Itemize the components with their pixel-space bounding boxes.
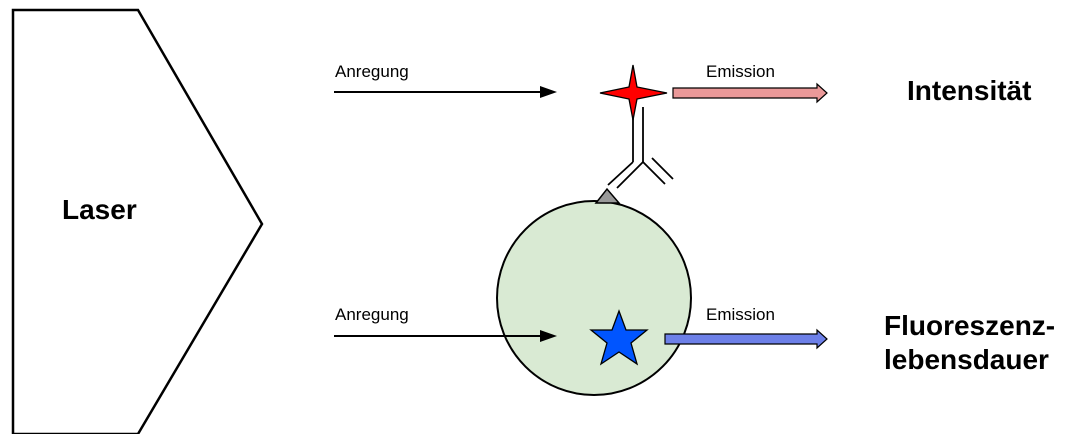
bottom-emission-label: Emission xyxy=(706,305,775,324)
laser-shape xyxy=(11,8,264,436)
top-emission-arrow xyxy=(672,82,828,104)
antigen xyxy=(594,187,621,204)
bottom-excitation-label: Anregung xyxy=(335,305,409,324)
top-excitation-label: Anregung xyxy=(335,62,409,81)
red-fluorophore-star xyxy=(599,64,668,121)
blue-fluorophore-star xyxy=(589,309,649,366)
intensity-label: Intensität xyxy=(907,75,1032,106)
laser-label: Laser xyxy=(62,194,137,225)
top-emission-label: Emission xyxy=(706,62,775,81)
cell xyxy=(496,200,692,396)
top-excitation-arrow xyxy=(334,86,557,98)
lifetime-label-line2: lebensdauer xyxy=(884,344,1049,375)
antibody xyxy=(607,107,674,189)
lifetime-label-line1: Fluoreszenz- xyxy=(884,310,1056,341)
lifetime-label: Fluoreszenz- lebensdauer xyxy=(884,309,1055,377)
bottom-excitation-arrow xyxy=(334,330,557,342)
bottom-emission-arrow xyxy=(664,328,828,350)
